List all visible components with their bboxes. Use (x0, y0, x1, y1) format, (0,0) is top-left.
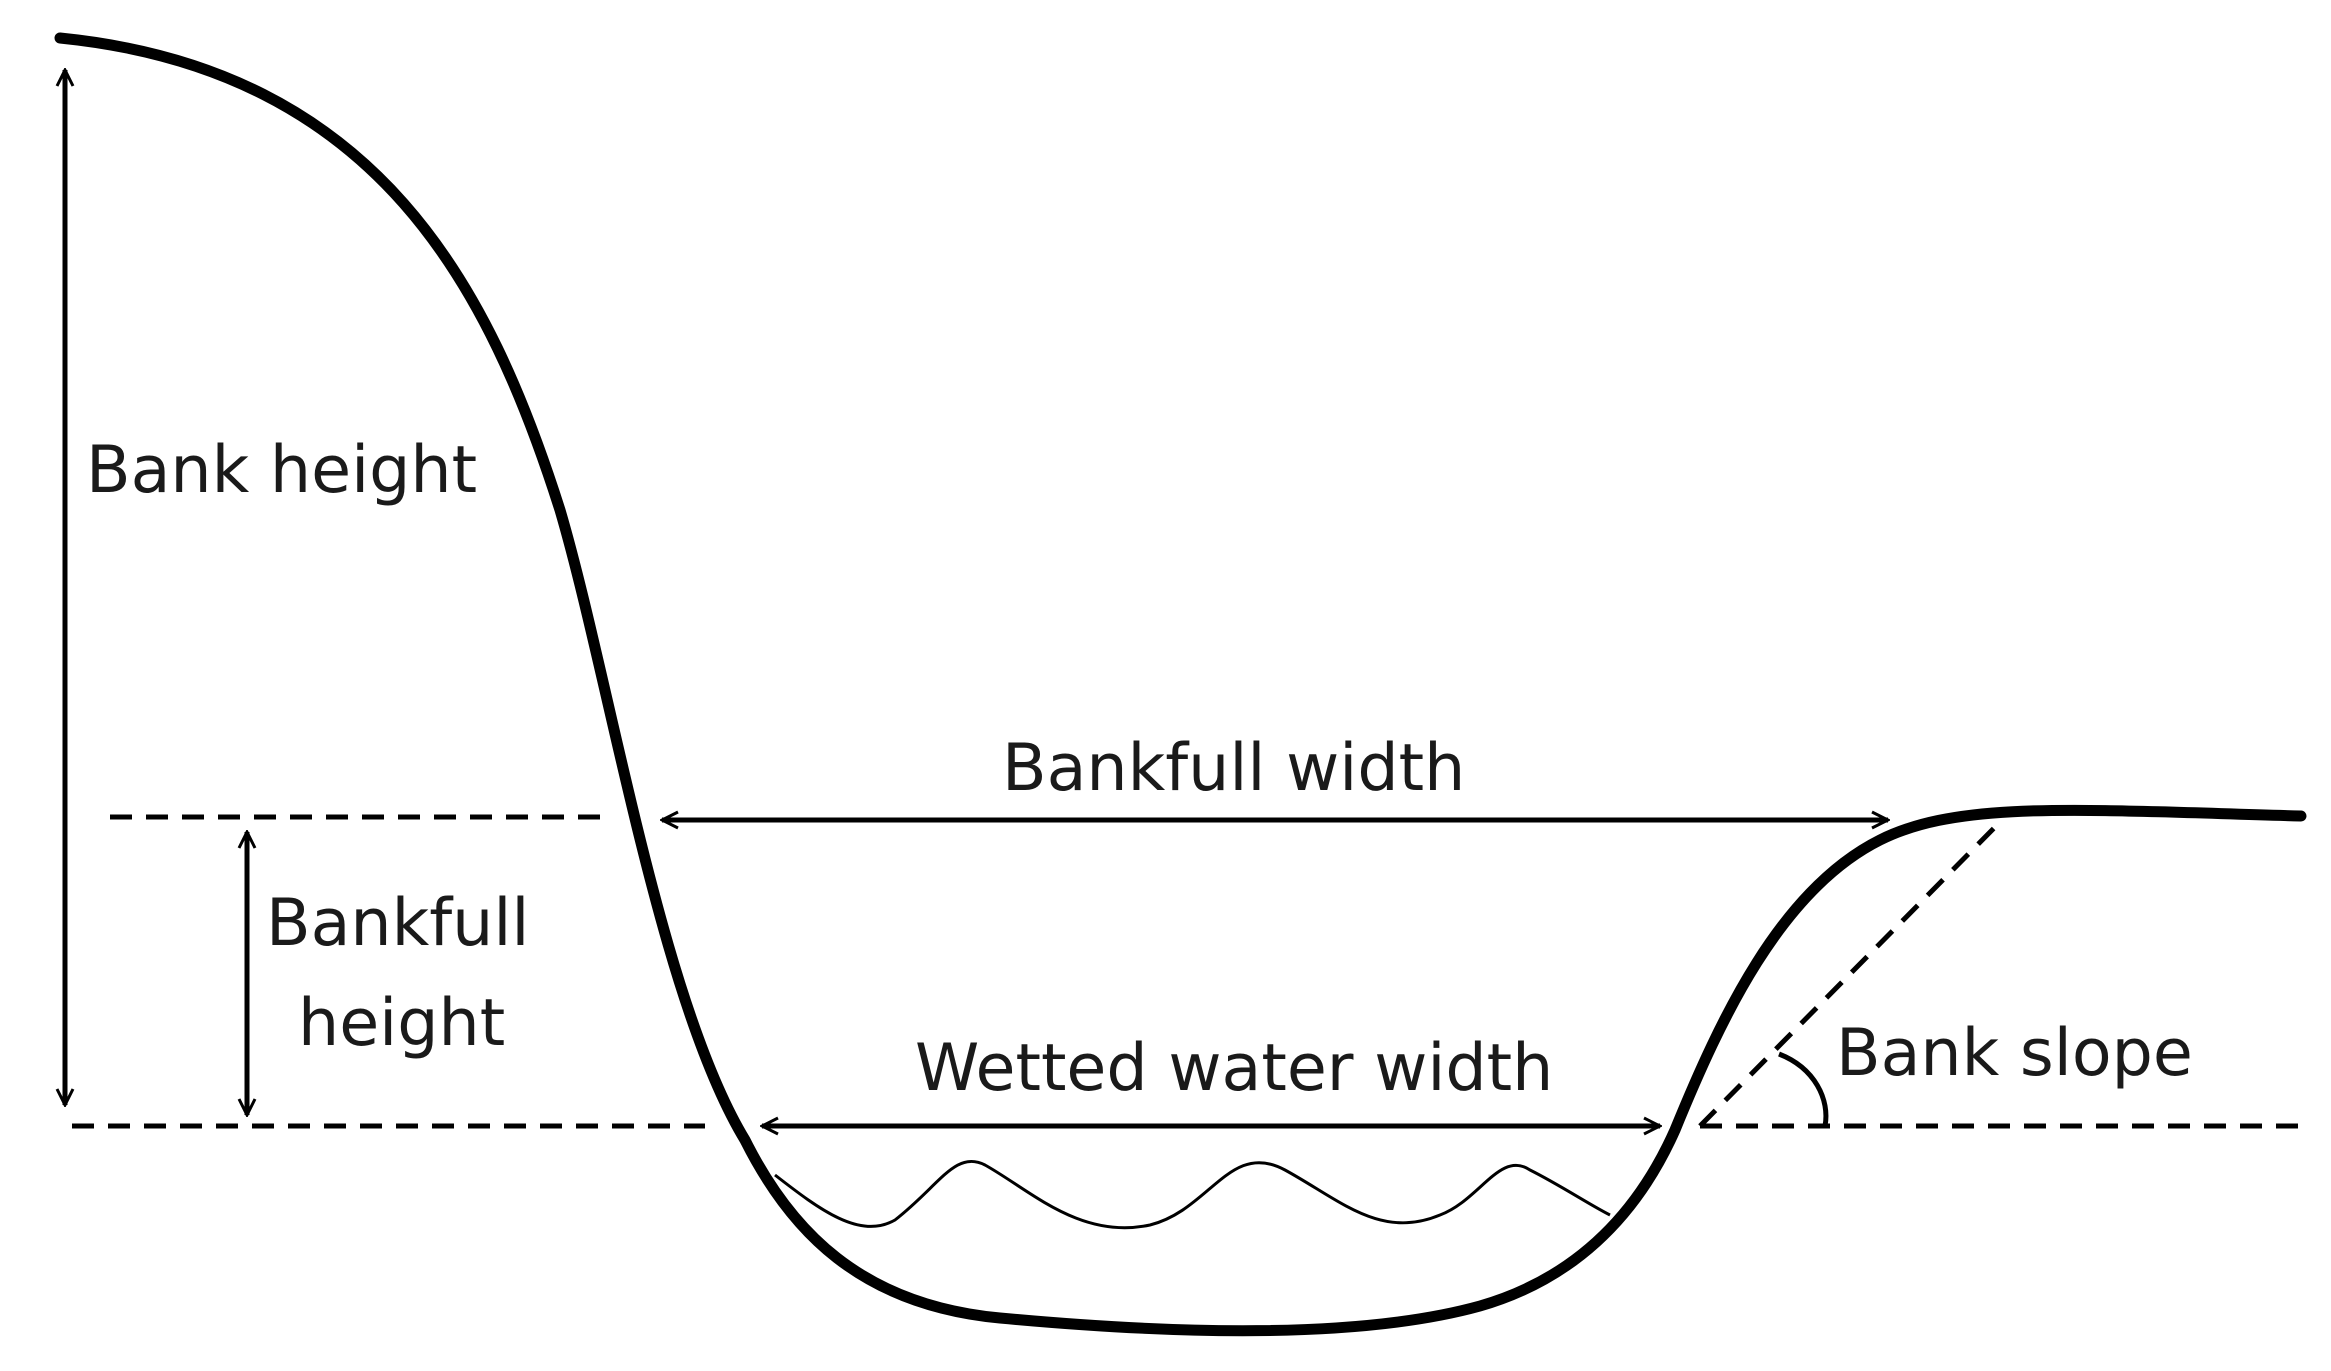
dimension-arrows (65, 70, 1888, 1126)
bankfull-width-label: Bankfull width (1002, 731, 1465, 806)
bank-height-label: Bank height (86, 433, 477, 508)
bankfull-height-label-line2: height (298, 986, 505, 1061)
reference-lines (72, 814, 2301, 1129)
bank-slope-angle-arc (1778, 1051, 1829, 1127)
water-surface-wave (774, 1159, 1611, 1230)
diagram-labels: Bank height Bankfull width Bankfull heig… (86, 433, 2193, 1106)
channel-profile-line (54, 32, 2307, 1337)
wetted-water-width-label: Wetted water width (915, 1031, 1553, 1106)
bank-slope-label: Bank slope (1836, 1016, 2193, 1091)
bankfull-height-label-line1: Bankfull (266, 886, 529, 961)
